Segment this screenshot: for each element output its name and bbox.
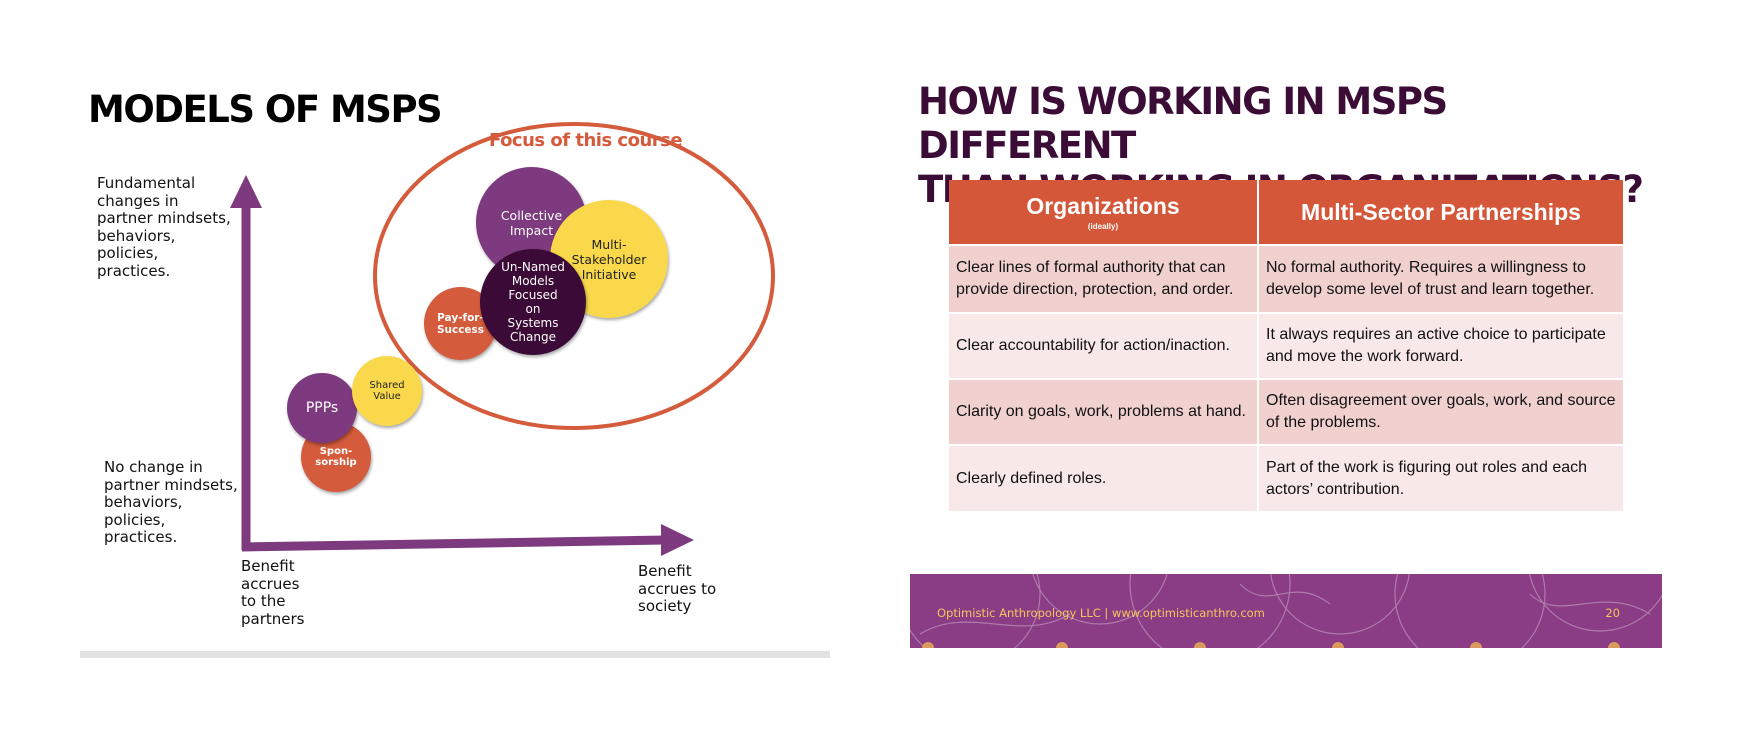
footer-text: Optimistic Anthropology LLC | www.optimi… (937, 606, 1265, 620)
table-cell: Clearly defined roles. (949, 444, 1259, 511)
x-axis-left-label: Benefit accrues to the partners (241, 557, 305, 628)
footer-decorative-pattern (910, 574, 1662, 648)
table-row: Clear accountability for action/inaction… (949, 312, 1625, 379)
table-cell: Part of the work is figuring out roles a… (1258, 444, 1625, 511)
x-axis-right-label: Benefit accrues to society (638, 562, 717, 615)
x-axis-arrowhead (661, 524, 694, 556)
header-organizations: Organizations (ideally) (949, 180, 1259, 245)
table-header-row: Organizations (ideally) Multi-Sector Par… (949, 180, 1625, 245)
table-cell: Often disagreement over goals, work, and… (1258, 378, 1625, 445)
axes-and-focus-ellipse (230, 122, 775, 556)
table-cell: No formal authority. Requires a willingn… (1258, 244, 1625, 313)
bubble-shared-value: Shared Value (352, 356, 422, 426)
table-row: Clear lines of formal authority that can… (949, 244, 1625, 313)
bubble-un-named-models: Un-Named Models Focused on Systems Chang… (480, 249, 586, 355)
page-number: 20 (1605, 606, 1620, 620)
comparison-table: Organizations (ideally) Multi-Sector Par… (949, 180, 1625, 511)
bubble-ppps: PPPs (287, 373, 357, 443)
header-organizations-sub: (ideally) (1087, 222, 1119, 231)
table-cell: It always requires an active choice to p… (1258, 312, 1625, 379)
y-axis-arrowhead (230, 175, 262, 208)
y-axis-bottom-label: No change in partner mindsets, behaviors… (104, 458, 238, 546)
slide-title: MODELS OF MSPS (88, 88, 443, 131)
x-axis-arrow-shaft (241, 535, 667, 552)
slide-models-of-msps: MODELS OF MSPS Fundamental changes in pa… (80, 80, 830, 658)
slide-msps-vs-organizations: HOW IS WORKING IN MSPS DIFFERENT THAN WO… (910, 80, 1662, 648)
header-multi-sector-partnerships: Multi-Sector Partnerships (1258, 180, 1625, 245)
focus-ellipse (373, 122, 775, 430)
table-row: Clearly defined roles. Part of the work … (949, 444, 1625, 511)
slide-footer: Optimistic Anthropology LLC | www.optimi… (910, 574, 1662, 648)
y-axis-top-label: Fundamental changes in partner mindsets,… (97, 174, 231, 280)
table-cell: Clear accountability for action/inaction… (949, 312, 1259, 379)
table-cell: Clarity on goals, work, problems at hand… (949, 378, 1259, 445)
focus-label: Focus of this course (489, 130, 683, 151)
table-row: Clarity on goals, work, problems at hand… (949, 378, 1625, 445)
table-cell: Clear lines of formal authority that can… (949, 244, 1259, 313)
